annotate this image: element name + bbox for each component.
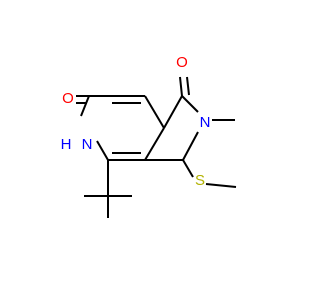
atom-nh-hydrogen: H <box>61 136 72 153</box>
bond-c7-c7a <box>144 95 165 129</box>
atom-oxygen-top: O <box>176 54 188 71</box>
bond-group <box>76 76 237 218</box>
bond-c1-o-top-double <box>186 76 190 96</box>
atom-sulfur: S <box>195 172 205 189</box>
atom-nitrogen-ring: N <box>200 114 211 131</box>
bond-c7a-c1 <box>163 95 183 129</box>
bond-c4-n5 <box>96 140 109 161</box>
molecule-diagram: O O N N H S <box>61 54 237 218</box>
bond-s-methyl <box>205 183 237 188</box>
bond-n2-c3 <box>182 131 199 161</box>
bond-c1-n2 <box>181 95 199 113</box>
bond-c7a-c3a <box>144 127 165 161</box>
bond-c3-s <box>182 159 194 178</box>
atom-label-group: O O N N H S <box>61 54 211 189</box>
atom-nh-nitrogen: N <box>82 136 93 153</box>
atom-oxygen-left: O <box>62 90 74 107</box>
bond-c1-o-top <box>179 76 183 97</box>
bond-n5-c6 <box>80 95 90 117</box>
